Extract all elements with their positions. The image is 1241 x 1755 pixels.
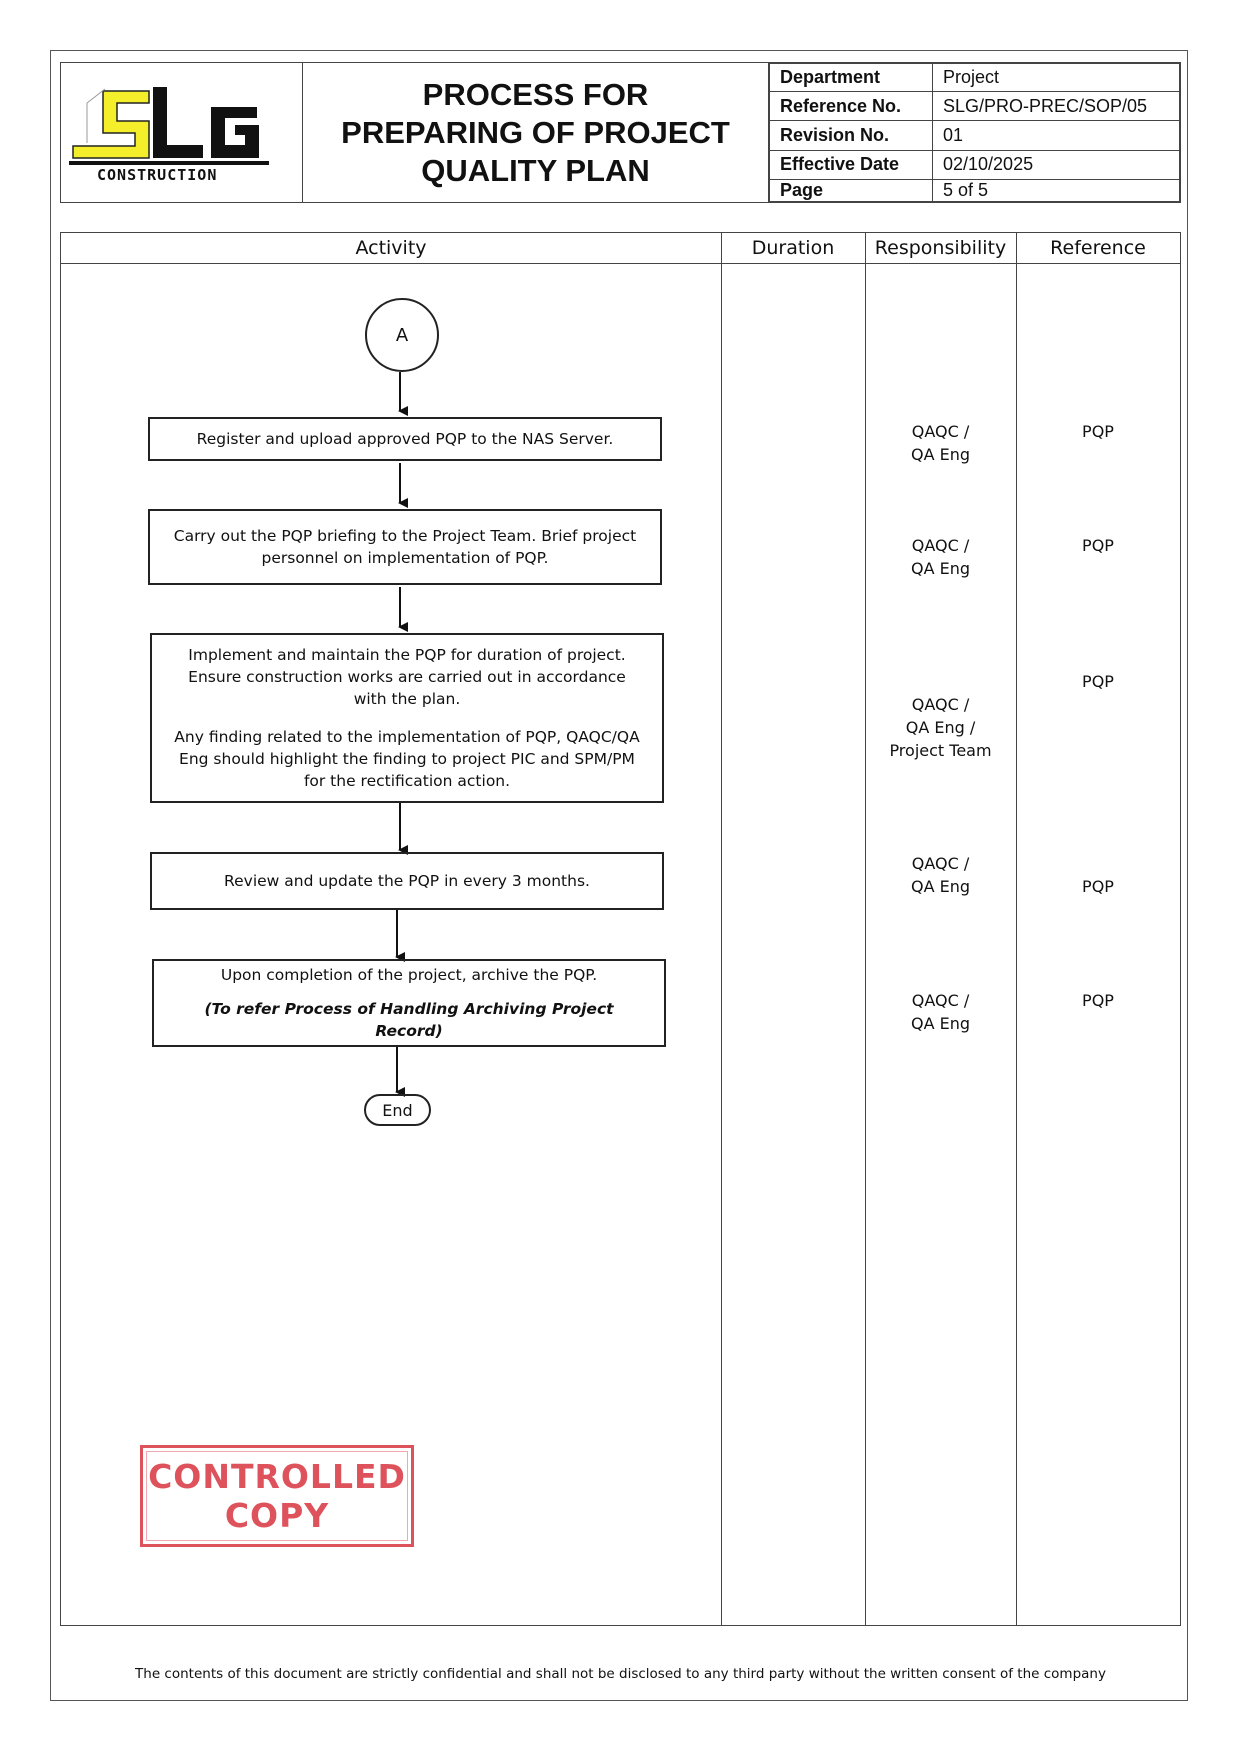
meta-label-page: Page [769, 178, 933, 203]
controlled-copy-stamp: CONTROLLED COPY [140, 1445, 414, 1547]
flow-end-terminator: End [364, 1094, 431, 1126]
reference-cell: PQP [1082, 672, 1114, 691]
responsibility-cell: QAQC / QA Eng / Project Team [889, 695, 992, 760]
reference-cell: PQP [1082, 991, 1114, 1010]
title-line-1: PROCESS FOR [422, 76, 649, 112]
column-header-responsibility: Responsibility [874, 237, 1007, 259]
document-title: PROCESS FOR PREPARING OF PROJECT QUALITY… [303, 63, 769, 202]
step-text: Implement and maintain the PQP for durat… [188, 646, 626, 708]
step-text: Review and update the PQP in every 3 mon… [224, 872, 590, 890]
meta-label-effective-date: Effective Date [769, 149, 933, 180]
column-header-reference: Reference [1050, 237, 1146, 259]
meta-value-effective-date: 02/10/2025 [932, 149, 1180, 180]
flow-arrows [395, 372, 408, 1097]
title-line-3: QUALITY PLAN [421, 152, 650, 188]
responsibility-cell: QAQC / QA Eng [910, 536, 971, 578]
column-divider [1016, 233, 1017, 1625]
meta-value-revision: 01 [932, 120, 1180, 151]
title-line-2: PREPARING OF PROJECT [341, 114, 730, 150]
reference-cell: PQP [1082, 536, 1114, 555]
flow-step-register: Register and upload approved PQP to the … [148, 417, 662, 461]
flow-step-implement: Implement and maintain the PQP for durat… [150, 633, 664, 803]
responsibility-cell: QAQC / QA Eng [910, 854, 971, 896]
step-text-secondary: Any finding related to the implementatio… [174, 728, 640, 790]
column-header-activity: Activity [355, 237, 427, 259]
reference-cell: PQP [1082, 422, 1114, 441]
process-table: Activity Duration Responsibility Referen… [60, 232, 1181, 1626]
meta-label-revision: Revision No. [769, 120, 933, 151]
column-divider [865, 233, 866, 1625]
off-page-connector: A [365, 298, 439, 372]
meta-value-department: Project [932, 62, 1180, 93]
stamp-line-1: CONTROLLED [148, 1457, 406, 1496]
svg-text:CONSTRUCTION: CONSTRUCTION [97, 166, 217, 184]
step-text: Register and upload approved PQP to the … [196, 430, 614, 448]
step-text: Upon completion of the project, archive … [220, 966, 598, 984]
flow-step-review: Review and update the PQP in every 3 mon… [150, 852, 664, 910]
meta-label-reference: Reference No. [769, 91, 933, 122]
meta-value-page: 5 of 5 [932, 178, 1180, 203]
step-note: (To refer Process of Handling Archiving … [204, 1000, 614, 1040]
flow-step-archive: Upon completion of the project, archive … [152, 959, 666, 1047]
column-divider [721, 233, 722, 1625]
meta-label-department: Department [769, 62, 933, 93]
flow-step-briefing: Carry out the PQP briefing to the Projec… [148, 509, 662, 585]
slg-logo-icon: CONSTRUCTION [69, 87, 269, 184]
header-divider [61, 263, 1180, 264]
responsibility-cell: QAQC / QA Eng [910, 422, 971, 464]
confidentiality-footer: The contents of this document are strict… [135, 1666, 1106, 1682]
step-text: Carry out the PQP briefing to the Projec… [173, 527, 637, 567]
stamp-line-2: COPY [224, 1496, 330, 1535]
company-logo: CONSTRUCTION [61, 63, 303, 202]
document-header: CONSTRUCTION PROCESS FOR PREPARING OF PR… [60, 62, 1181, 203]
reference-cell: PQP [1082, 877, 1114, 896]
responsibility-cell: QAQC / QA Eng [910, 991, 971, 1033]
meta-value-reference: SLG/PRO-PREC/SOP/05 [932, 91, 1180, 122]
page-border [50, 50, 1188, 1701]
column-header-duration: Duration [751, 237, 835, 259]
